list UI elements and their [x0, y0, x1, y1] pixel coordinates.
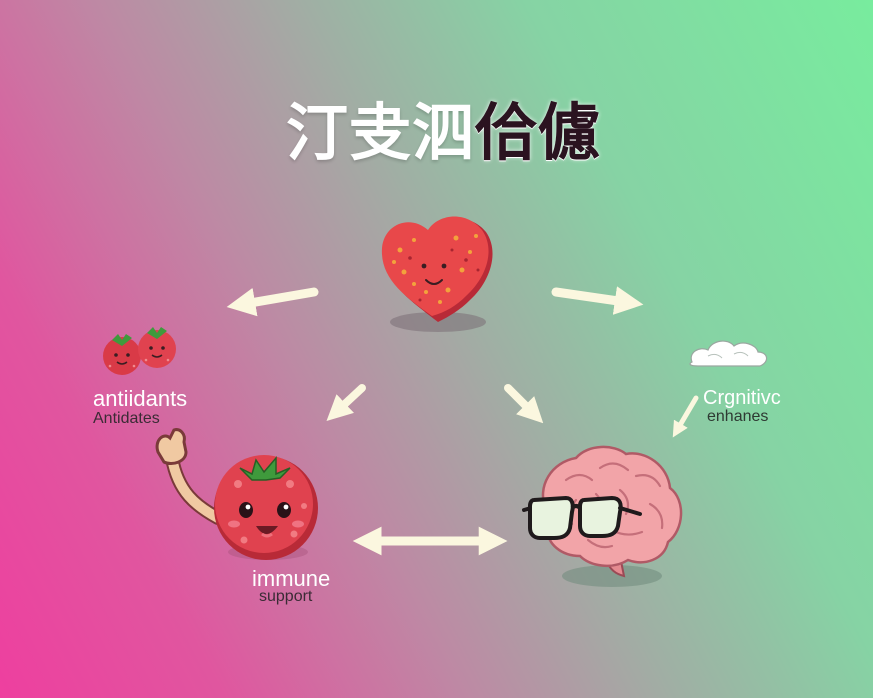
brain-with-glasses-icon	[522, 445, 683, 587]
strawberry-character-icon	[155, 428, 318, 560]
arrow-heart-to-immune	[326, 384, 366, 421]
title-part-2: 佮儢	[475, 96, 602, 169]
cloud-icon	[689, 340, 768, 367]
cognitive-subtitle: enhanes	[707, 408, 769, 425]
page-title: 汀叏泗佮儢	[286, 82, 601, 172]
arrow-heart-to-brain	[504, 384, 544, 424]
immune-subtitle: support	[259, 588, 313, 605]
arrow-cognitive-to-brain	[672, 395, 699, 438]
heart-icon	[381, 216, 493, 332]
immune-title: immune	[252, 566, 331, 591]
antioxidants-subtitle: Antidates	[93, 410, 160, 427]
title-part-1: 汀叏泗	[286, 96, 476, 169]
arrow-heart-to-cognitive	[551, 286, 644, 315]
strawberry-pair-icon	[103, 327, 176, 375]
arrow-heart-to-antioxidants	[226, 287, 319, 317]
cognitive-title: Crgnitivc	[703, 387, 781, 409]
antioxidants-title: antiidants	[93, 386, 188, 411]
